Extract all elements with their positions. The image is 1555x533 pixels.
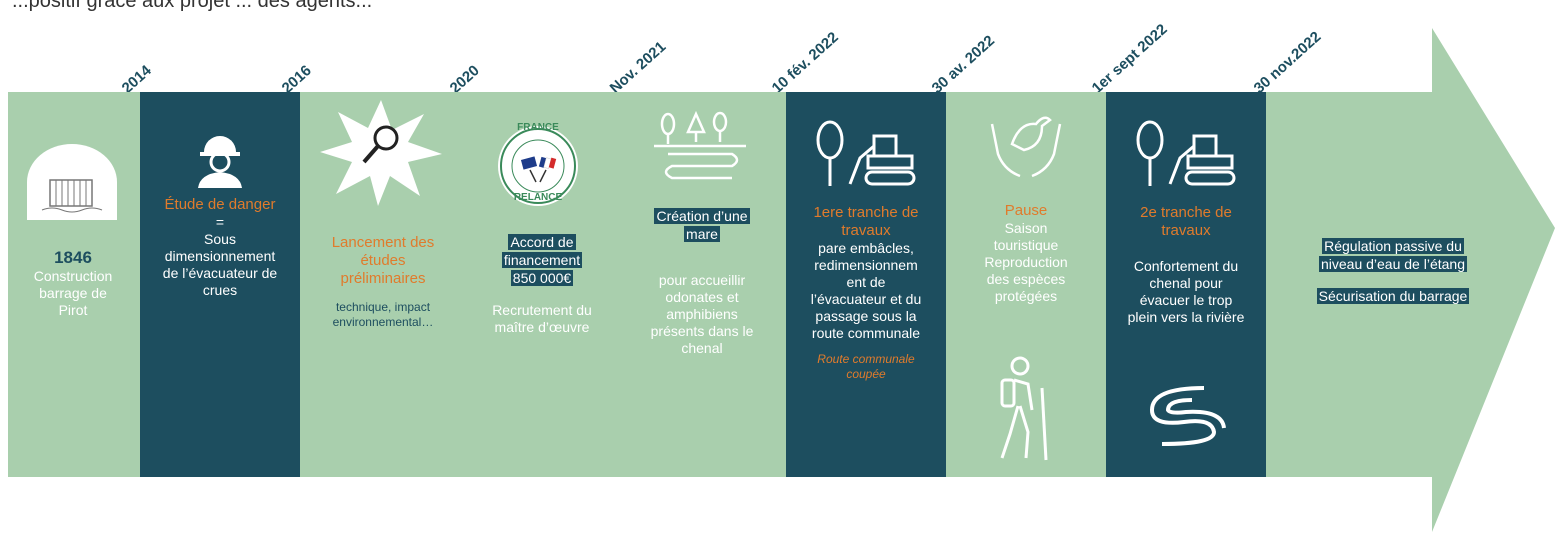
- p1-line-1: Construction: [33, 268, 113, 284]
- p1-line-2: barrage de: [39, 285, 107, 301]
- p3-title-2: études: [360, 252, 406, 269]
- panel-regulation-passive: Régulation passive du niveau d’eau de l’…: [1268, 92, 1518, 477]
- p7-line-1: Saison: [1004, 220, 1048, 236]
- top-text-fragment: ...positif grâce aux projet ... des agen…: [12, 0, 373, 12]
- p8-title-2: travaux: [1161, 222, 1211, 239]
- logo-text-bottom: RELANCE: [513, 192, 563, 203]
- p6-line-2: redimensionnem: [814, 257, 918, 273]
- p8-line-2: chenal pour: [1149, 275, 1223, 291]
- panel-creation-mare: Création d’une mare pour accueillir odon…: [620, 92, 784, 477]
- p8-title-1: 2e tranche de: [1140, 204, 1232, 221]
- panel-etude-danger: Étude de danger = Sous dimensionnement d…: [140, 92, 300, 477]
- pond-trees-icon: [654, 110, 746, 180]
- logo-text-top: FRANCE: [517, 122, 559, 133]
- p7-line-2: touristique: [993, 237, 1059, 253]
- p5-hl-1: Création d’une: [654, 208, 750, 224]
- p7-line-4: des espèces: [986, 271, 1066, 287]
- year-1846: 1846: [54, 248, 92, 267]
- p2-eq: =: [215, 214, 225, 230]
- river-channel-icon: [1149, 386, 1226, 446]
- p6-line-6: route communale: [811, 325, 921, 341]
- p5-hl-2: mare: [684, 226, 720, 242]
- p1-line-3: Pirot: [58, 302, 88, 318]
- p4-hl-1: Accord de: [508, 234, 576, 250]
- p5-sub-4: présents dans le: [650, 323, 754, 339]
- p8-line-1: Confortement du: [1133, 258, 1239, 274]
- p7-line-5: protégées: [994, 288, 1058, 304]
- p6-line-4: l’évacuateur et du: [810, 291, 922, 307]
- p5-sub-3: amphibiens: [666, 306, 738, 322]
- worker-icon: [198, 136, 242, 188]
- hands-bird-icon: [990, 116, 1062, 178]
- hiker-icon: [1000, 356, 1048, 461]
- p6-line-5: passage sous la: [815, 308, 917, 324]
- p3-title-3: préliminaires: [340, 270, 426, 287]
- p5-sub-1: pour accueillir: [658, 272, 746, 288]
- p6-title-2: travaux: [841, 222, 891, 239]
- p3-sub-2: environnemental…: [332, 315, 434, 329]
- tree-excavator-icon-2: [1136, 120, 1236, 186]
- p9-hl2: Sécurisation du barrage: [1316, 288, 1470, 304]
- p6-line-3: ent de: [846, 274, 886, 290]
- france-relance-logo: [498, 126, 578, 206]
- p6-note-2: coupée: [846, 367, 886, 381]
- p3-title-1: Lancement des: [331, 234, 435, 251]
- p5-sub-5: chenal: [681, 340, 723, 356]
- p2-line-4: crues: [202, 282, 238, 298]
- p7-line-3: Reproduction: [984, 254, 1068, 270]
- tree-excavator-icon: [816, 120, 916, 186]
- panel-pause: Pause Saison touristique Reproduction de…: [948, 92, 1104, 477]
- p5-sub-2: odonates et: [665, 289, 739, 305]
- panel-1ere-tranche: 1ere tranche de travaux pare embâcles, r…: [786, 92, 946, 477]
- p4-sub-1: Recrutement du: [492, 302, 592, 318]
- magnifier-burst-icon: [320, 100, 442, 206]
- p6-note-1: Route communale: [817, 352, 915, 366]
- panel-lancement-etudes: Lancement des études préliminaires techn…: [302, 92, 464, 477]
- p4-hl-2: financement: [501, 252, 583, 268]
- panel-1846: 1846 Construction barrage de Pirot: [8, 92, 138, 477]
- p2-line-1: Sous: [204, 231, 236, 247]
- p8-line-4: plein vers la rivière: [1127, 309, 1245, 325]
- panel-accord-financement: FRANCE RELANCE Accord de financement 850…: [466, 92, 618, 477]
- p8-line-3: évacuer le trop: [1139, 292, 1233, 308]
- p2-title: Étude de danger: [164, 196, 276, 213]
- p9-hl1-line-1: Régulation passive du: [1322, 238, 1464, 254]
- p6-line-1: pare embâcles,: [818, 240, 914, 256]
- p2-line-2: dimensionnement: [164, 248, 276, 264]
- p3-sub-1: technique, impact: [335, 300, 431, 314]
- dam-icon: [27, 144, 117, 220]
- p7-title: Pause: [1004, 202, 1048, 219]
- p4-sub-2: maître d’œuvre: [494, 319, 590, 335]
- p9-hl1-line-2: niveau d’eau de l’étang: [1318, 256, 1467, 272]
- panel-2e-tranche: 2e tranche de travaux Confortement du ch…: [1106, 92, 1266, 477]
- p2-line-3: de l’évacuateur de: [162, 265, 278, 281]
- p6-title-1: 1ere tranche de: [813, 204, 919, 221]
- p4-hl-3: 850 000€: [510, 270, 574, 286]
